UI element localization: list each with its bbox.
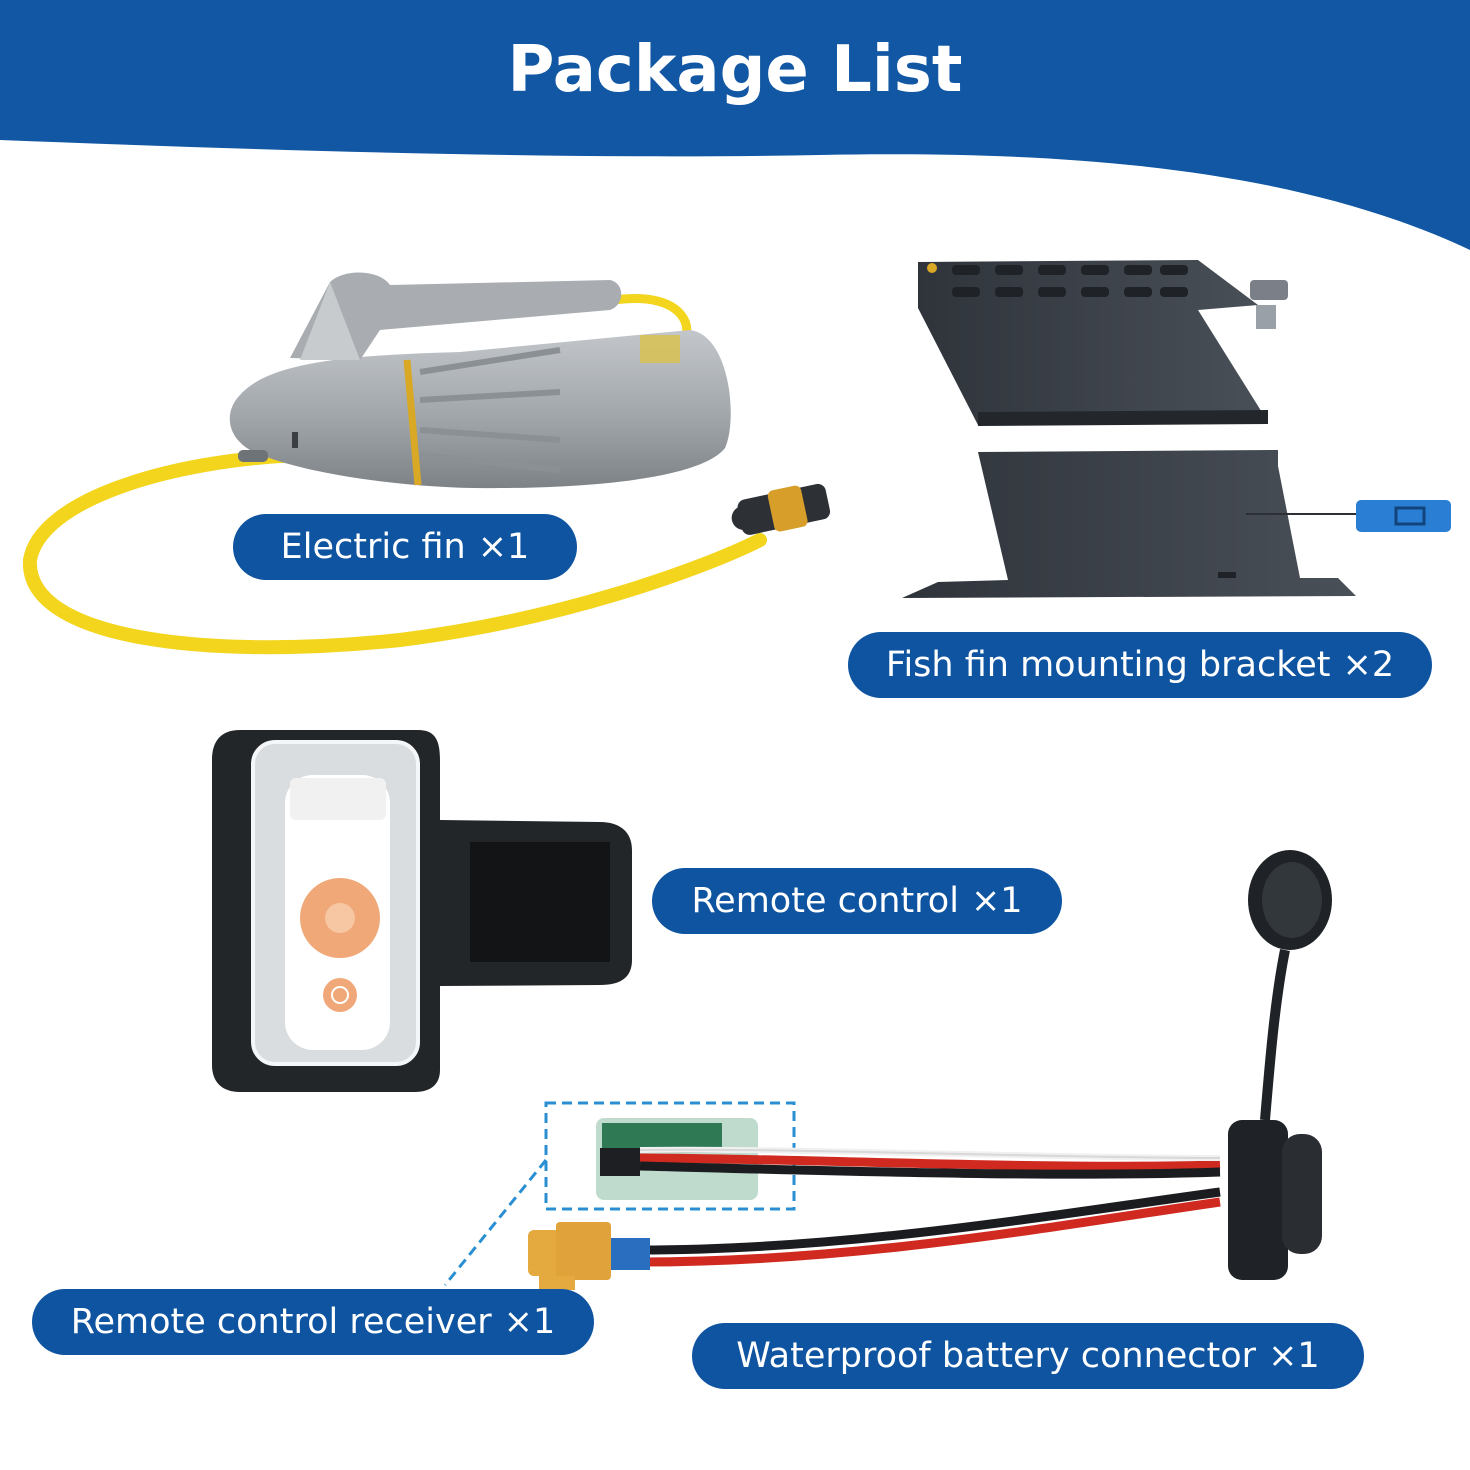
item-label-mounting-bracket: Fish fin mounting bracket ×2	[848, 632, 1432, 698]
item-label-battery-connector: Waterproof battery connector ×1	[692, 1323, 1364, 1389]
item-name: Remote control	[691, 881, 959, 921]
remote-control-image	[212, 730, 632, 1092]
header-banner	[0, 0, 1470, 250]
mounting-bracket-image	[902, 260, 1451, 598]
item-name: Electric fin	[280, 527, 466, 567]
page-title: Package List	[507, 33, 963, 107]
electric-fin-image	[22, 272, 831, 655]
item-label-receiver: Remote control receiver ×1	[32, 1289, 594, 1355]
item-label-remote-control: Remote control ×1	[652, 868, 1062, 934]
item-count: ×1	[503, 1302, 556, 1342]
item-count: ×2	[1342, 645, 1395, 685]
item-name: Remote control receiver	[70, 1302, 492, 1342]
item-name: Fish fin mounting bracket	[885, 645, 1331, 685]
battery-connector-image	[528, 850, 1332, 1290]
item-count: ×1	[477, 527, 530, 567]
item-name: Waterproof battery connector	[736, 1336, 1257, 1376]
item-count: ×1	[970, 881, 1023, 921]
item-label-electric-fin: Electric fin ×1	[233, 514, 577, 580]
item-count: ×1	[1268, 1336, 1320, 1376]
